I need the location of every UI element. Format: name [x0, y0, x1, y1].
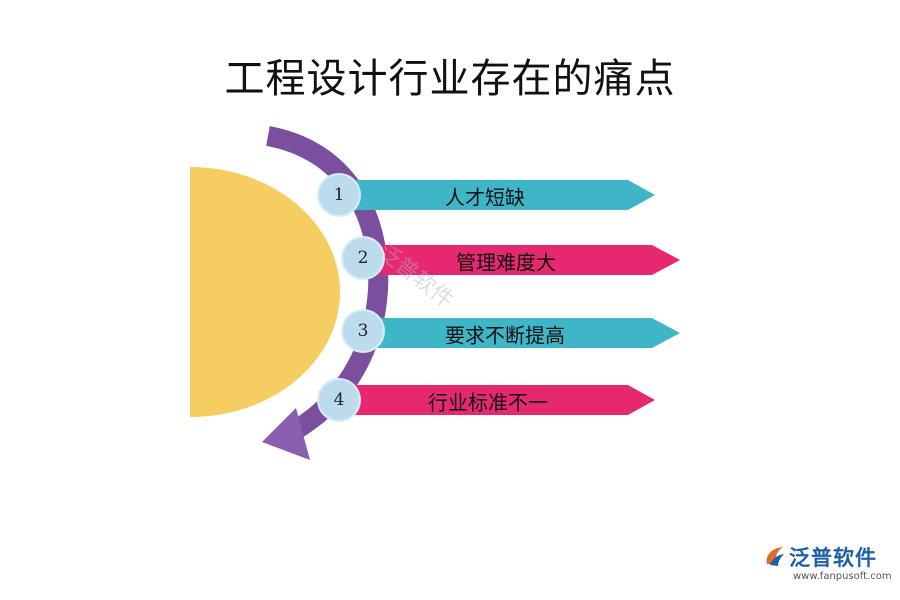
item-label-4: 行业标准不一: [428, 390, 548, 415]
item-label-2: 管理难度大: [456, 250, 556, 275]
page-title: 工程设计行业存在的痛点: [224, 56, 676, 102]
yellow-half-circle: [190, 167, 340, 417]
item-number-1: 1: [319, 175, 359, 215]
arrow-band-3: [362, 318, 680, 348]
item-label-1: 人才短缺: [445, 185, 525, 210]
arrow-band-1: [338, 180, 655, 210]
arrow-band-2: [362, 245, 680, 275]
item-label-3: 要求不断提高: [445, 323, 565, 348]
brand-logo: 泛普软件 www.fanpusoft.com: [763, 542, 892, 586]
item-number-4: 4: [319, 380, 359, 420]
brand-logo-name: 泛普软件: [789, 546, 877, 570]
arrow-band-4: [338, 385, 655, 415]
item-number-2: 2: [343, 238, 383, 278]
brand-logo-url: www.fanpusoft.com: [793, 571, 892, 582]
purple-arrowhead: [262, 408, 310, 460]
item-number-3: 3: [343, 311, 383, 351]
brand-logo-icon: [766, 547, 784, 566]
